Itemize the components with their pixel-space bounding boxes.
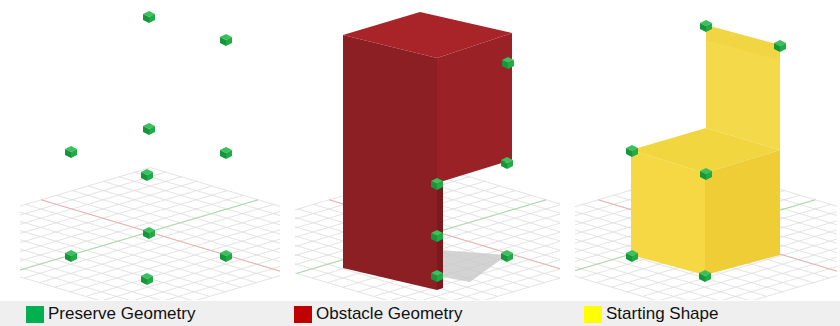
legend-swatch — [584, 306, 602, 323]
preserve-cubes — [65, 11, 786, 285]
preserve-cube — [431, 233, 437, 242]
preserve-cube — [147, 276, 153, 285]
preserve-cube — [65, 253, 71, 262]
preserve-cube — [501, 253, 507, 262]
legend-text: Obstacle Geometry — [316, 304, 462, 324]
preserve-cube — [437, 233, 443, 242]
legend-text: Preserve Geometry — [48, 304, 195, 324]
preserve-cube — [71, 253, 77, 262]
preserve-cube — [226, 150, 232, 159]
legend-entry: Obstacle Geometry — [294, 304, 462, 324]
preserve-cube — [226, 253, 232, 262]
preserve-cube — [431, 181, 437, 190]
preserve-cube — [700, 171, 706, 180]
legend-bar: Preserve Geometry Obstacle Geometry Starti… — [0, 301, 840, 326]
preserve-cube — [780, 43, 786, 52]
preserve-cube — [220, 37, 226, 46]
legend-swatch — [294, 306, 312, 323]
preserve-cube — [437, 181, 443, 190]
preserve-cube — [502, 60, 508, 69]
preserve-cube — [507, 160, 513, 169]
preserve-cube — [437, 273, 443, 282]
preserve-cube — [508, 60, 514, 69]
preserve-cube — [699, 273, 705, 282]
preserve-cube — [626, 148, 632, 157]
preserve-cube — [143, 126, 149, 135]
preserve-cube — [700, 23, 706, 32]
preserve-cube — [774, 43, 780, 52]
preserve-cube — [507, 253, 513, 262]
preserve-cube — [220, 150, 226, 159]
preserve-cube — [143, 14, 149, 23]
preserve-cube — [632, 253, 638, 262]
legend-entry: Preserve Geometry — [26, 304, 195, 324]
preserve-cube — [141, 276, 147, 285]
preserve-cube — [220, 253, 226, 262]
preserve-cube — [71, 149, 77, 158]
legend-swatch — [26, 306, 44, 323]
preserve-cube — [149, 14, 155, 23]
preserve-cube — [149, 230, 155, 239]
preserve-cube — [626, 253, 632, 262]
preserve-cube — [706, 23, 712, 32]
preserve-cube — [143, 230, 149, 239]
preserve-cube — [705, 273, 711, 282]
obstacle-block — [343, 12, 512, 290]
grid-lines — [20, 168, 280, 300]
preserve-cube — [706, 171, 712, 180]
illustration — [0, 0, 840, 300]
preserve-cube — [431, 273, 437, 282]
starting-shape-chair — [631, 25, 780, 275]
preserve-cube — [147, 172, 153, 181]
legend-text: Starting Shape — [606, 304, 718, 324]
preserve-cube — [226, 37, 232, 46]
preserve-cube — [632, 148, 638, 157]
preserve-cube — [65, 149, 71, 158]
preserve-cube — [149, 126, 155, 135]
preserve-cube — [501, 160, 507, 169]
legend-entry: Starting Shape — [584, 304, 718, 324]
preserve-cube — [141, 172, 147, 181]
